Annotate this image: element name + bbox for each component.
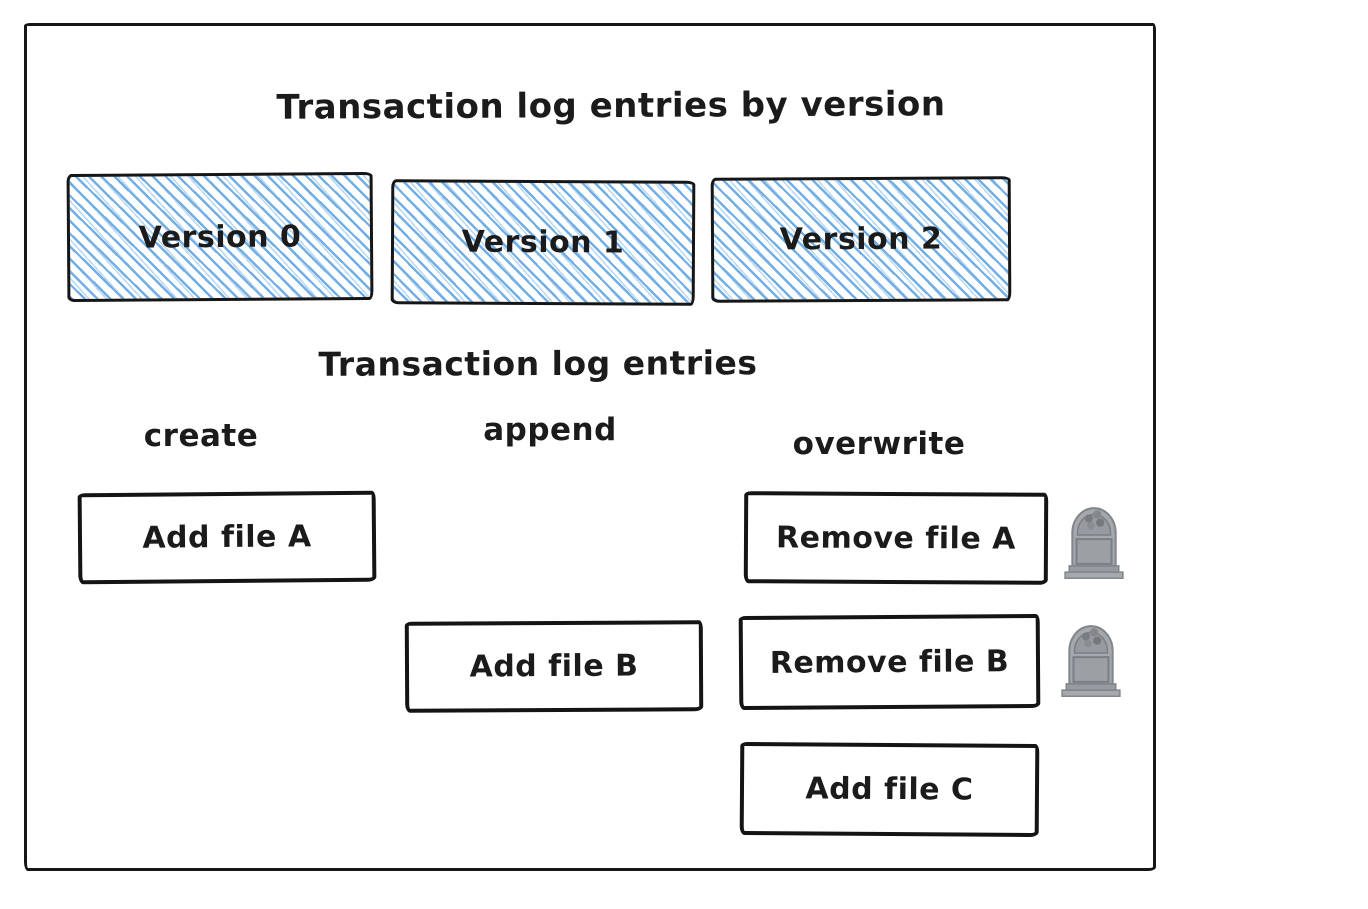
version-0-box: Version 0: [66, 171, 374, 303]
entry-box-add-file-b: Add file B: [404, 620, 704, 713]
column-label-append: append: [483, 412, 617, 448]
entry-box-add-file-a: Add file A: [77, 490, 377, 585]
entry-box-remove-file-b: Remove file B: [738, 613, 1041, 711]
diagram-subtitle: Transaction log entries: [318, 343, 758, 384]
diagram-frame: Transaction log entries by version Versi…: [24, 23, 1156, 871]
entry-label-add-file-a: Add file A: [142, 519, 312, 556]
version-1-label: Version 1: [461, 224, 625, 261]
version-2-box: Version 2: [710, 176, 1012, 303]
headstone-icon: [1058, 609, 1124, 697]
entry-box-add-file-c: Add file C: [739, 741, 1040, 838]
version-0-label: Version 0: [138, 218, 302, 256]
entry-label-remove-file-a: Remove file A: [776, 519, 1016, 557]
entry-label-add-file-b: Add file B: [469, 648, 639, 685]
version-1-box: Version 1: [390, 179, 696, 306]
column-label-overwrite: overwrite: [792, 426, 966, 462]
entry-box-remove-file-a: Remove file A: [743, 491, 1049, 585]
entry-label-add-file-c: Add file C: [805, 771, 974, 808]
version-2-label: Version 2: [779, 221, 943, 258]
entry-label-remove-file-b: Remove file B: [769, 643, 1010, 681]
column-label-create: create: [143, 418, 259, 454]
diagram-title: Transaction log entries by version: [276, 84, 946, 128]
headstone-icon: [1061, 491, 1127, 579]
